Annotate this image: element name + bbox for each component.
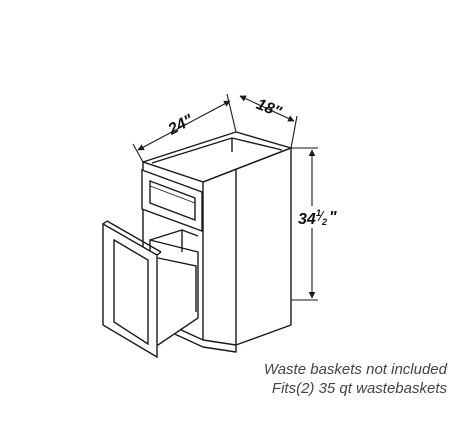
- height-label-frac-num: 1: [316, 208, 321, 218]
- height-label-frac-den: 2: [321, 217, 327, 227]
- caption-line-2: Fits(2) 35 qt wastebaskets: [271, 380, 447, 397]
- door-inset-panel: [113, 238, 149, 346]
- width-dimension: [132, 93, 237, 163]
- caption: Waste baskets not included Fits(2) 35 qt…: [264, 360, 447, 398]
- height-label: 34 1 2 ": [296, 206, 338, 228]
- caption-line-1: Waste baskets not included: [263, 361, 447, 378]
- height-label-suffix: ": [329, 209, 337, 226]
- depth-dimension: [239, 95, 298, 149]
- depth-label: 18": [254, 96, 284, 121]
- pullout-door: [102, 220, 162, 359]
- cabinet-side-panel: [235, 147, 292, 346]
- width-label: 24": [165, 111, 197, 139]
- drawer-front-panel: [149, 179, 196, 222]
- top-drawer: [141, 168, 203, 233]
- height-label-whole: 34: [298, 211, 316, 228]
- depth-dimension-arrow: [239, 95, 295, 122]
- pullout-frame: [149, 229, 199, 346]
- width-dimension-arrow: [137, 100, 231, 151]
